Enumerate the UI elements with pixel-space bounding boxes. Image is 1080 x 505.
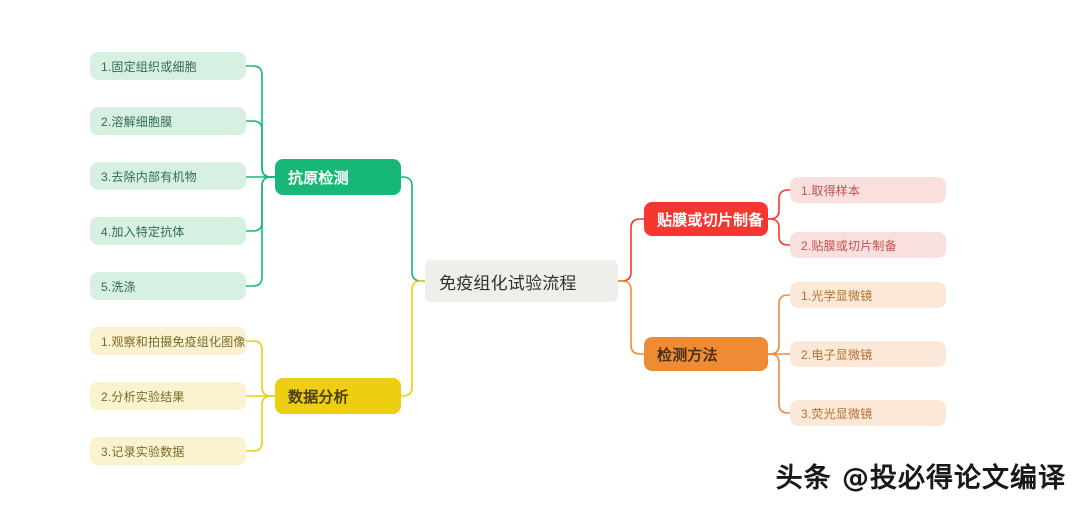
- leaf-node[interactable]: 1.取得样本: [790, 177, 946, 203]
- leaf-node[interactable]: 2.溶解细胞膜: [90, 107, 246, 135]
- leaf-node[interactable]: 2.电子显微镜: [790, 341, 946, 367]
- leaf-node[interactable]: 1.观察和拍摄免疫组化图像: [90, 327, 246, 355]
- leaf-node[interactable]: 3.去除内部有机物: [90, 162, 246, 190]
- leaf-node[interactable]: 3.记录实验数据: [90, 437, 246, 465]
- leaf-label: 1.固定组织或细胞: [101, 59, 197, 74]
- leaf-label: 5.洗涤: [101, 279, 136, 294]
- branch-label: 数据分析: [288, 388, 349, 406]
- leaf-label: 1.光学显微镜: [801, 288, 873, 303]
- leaf-node[interactable]: 1.光学显微镜: [790, 282, 946, 308]
- leaf-label: 2.分析实验结果: [101, 389, 185, 404]
- leaf-label: 3.荧光显微镜: [801, 406, 873, 421]
- leaf-label: 3.去除内部有机物: [101, 169, 197, 184]
- leaf-node[interactable]: 1.固定组织或细胞: [90, 52, 246, 80]
- branch-label: 检测方法: [657, 346, 718, 364]
- branch-label: 贴膜或切片制备: [657, 211, 764, 229]
- leaf-label: 2.电子显微镜: [801, 347, 873, 362]
- root-label: 免疫组化试验流程: [439, 273, 577, 293]
- root-node[interactable]: 免疫组化试验流程: [425, 260, 618, 302]
- branch-node-data-analysis[interactable]: 数据分析: [275, 378, 401, 414]
- leaf-label: 2.溶解细胞膜: [101, 114, 173, 129]
- branch-node-slide-preparation[interactable]: 贴膜或切片制备: [644, 202, 768, 236]
- leaf-node[interactable]: 3.荧光显微镜: [790, 400, 946, 426]
- leaf-label: 4.加入特定抗体: [101, 224, 185, 239]
- leaf-label: 1.观察和拍摄免疫组化图像: [101, 334, 246, 349]
- leaf-node[interactable]: 2.分析实验结果: [90, 382, 246, 410]
- leaf-label: 3.记录实验数据: [101, 444, 185, 459]
- watermark: 头条 @投必得论文编译: [775, 463, 1066, 494]
- branch-node-antigen-detection[interactable]: 抗原检测: [275, 159, 401, 195]
- leaf-node[interactable]: 4.加入特定抗体: [90, 217, 246, 245]
- leaf-label: 1.取得样本: [801, 183, 861, 198]
- leaf-node[interactable]: 2.贴膜或切片制备: [790, 232, 946, 258]
- branch-node-detection-methods[interactable]: 检测方法: [644, 337, 768, 371]
- leaf-label: 2.贴膜或切片制备: [801, 238, 897, 253]
- branch-label: 抗原检测: [288, 169, 349, 187]
- leaf-node[interactable]: 5.洗涤: [90, 272, 246, 300]
